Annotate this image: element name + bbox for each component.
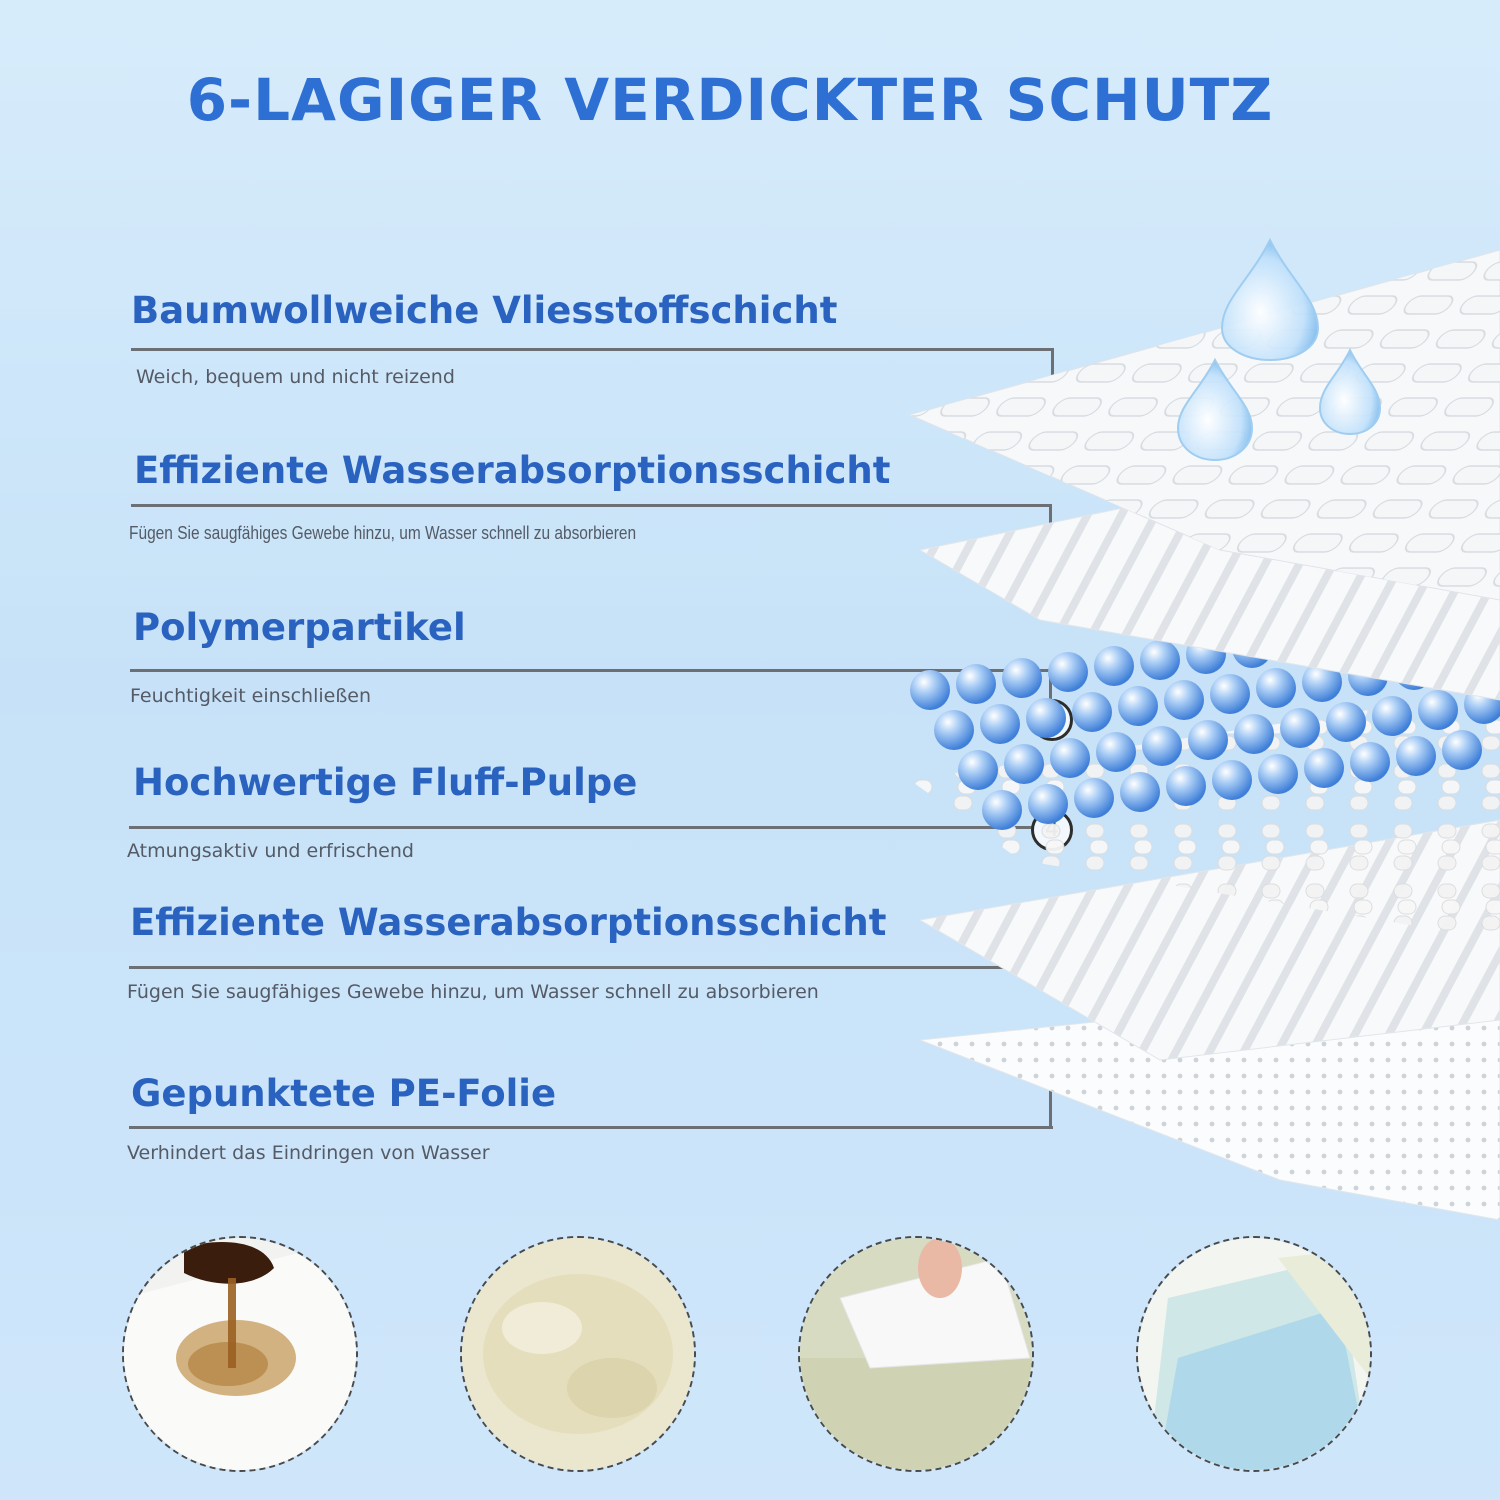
- layer-5-description: Fügen Sie saugfähiges Gewebe hinzu, um W…: [127, 981, 819, 1003]
- polymer-sphere: [956, 664, 996, 704]
- polymer-sphere: [1166, 766, 1206, 806]
- polymer-sphere: [1302, 662, 1342, 702]
- layer-4-title: Hochwertige Fluff-Pulpe: [133, 761, 638, 804]
- layer-2-description: Fügen Sie saugfähiges Gewebe hinzu, um W…: [129, 523, 637, 543]
- polymer-sphere: [1050, 738, 1090, 778]
- page-title: 6-LAGIGER VERDICKTER SCHUTZ: [186, 66, 1274, 134]
- polymer-sphere: [1002, 658, 1042, 698]
- polymer-sphere: [1396, 736, 1436, 776]
- layer-3-line: [130, 669, 1052, 672]
- polymer-sphere: [1280, 708, 1320, 748]
- polymer-sphere: [1350, 742, 1390, 782]
- blue-sheet-photo: [1136, 1236, 1372, 1472]
- polymer-sphere: [1234, 714, 1274, 754]
- polymer-sphere: [910, 670, 950, 710]
- polymer-sphere: [1118, 686, 1158, 726]
- layer-4-description: Atmungsaktiv und erfrischend: [127, 840, 414, 862]
- liquid-pour-photo: [122, 1236, 358, 1472]
- polymer-sphere: [1028, 784, 1068, 824]
- water-drop-icon: [1220, 237, 1320, 362]
- layer-5-line: [129, 966, 1053, 969]
- layer-6-connector: [1049, 1075, 1052, 1129]
- polymer-sphere: [1094, 646, 1134, 686]
- polymer-sphere: [1326, 702, 1366, 742]
- polymer-sphere: [1074, 778, 1114, 818]
- layer-2-line: [131, 504, 1051, 507]
- water-drop-icon: [1176, 357, 1254, 462]
- polymer-sphere: [958, 750, 998, 790]
- layer-6-description: Verhindert das Eindringen von Wasser: [127, 1142, 490, 1164]
- polymer-sphere: [1140, 640, 1180, 680]
- polymer-sphere: [1418, 690, 1458, 730]
- tissue-press-photo: [798, 1236, 1034, 1472]
- layer-1-title: Baumwollweiche Vliesstoffschicht: [131, 289, 838, 332]
- polymer-sphere: [980, 704, 1020, 744]
- polymer-sphere: [934, 710, 974, 750]
- polymer-sphere: [1372, 696, 1412, 736]
- polymer-sphere: [1096, 732, 1136, 772]
- water-drop-icon: [1318, 347, 1382, 436]
- layer-1-line: [131, 348, 1054, 351]
- polymer-sphere: [1188, 720, 1228, 760]
- layer-3-title: Polymerpartikel: [133, 606, 466, 649]
- polymer-sphere: [1120, 772, 1160, 812]
- fluff-texture-photo: [460, 1236, 696, 1472]
- layer-6-line: [129, 1126, 1053, 1129]
- polymer-sphere: [1026, 698, 1066, 738]
- polymer-sphere: [1210, 674, 1250, 714]
- layer-3-description: Feuchtigkeit einschließen: [130, 685, 372, 707]
- layer-5-title: Effiziente Wasserabsorptionsschicht: [130, 901, 887, 944]
- polymer-sphere: [1258, 754, 1298, 794]
- layer-6-title: Gepunktete PE-Folie: [131, 1072, 557, 1115]
- polymer-sphere: [1256, 668, 1296, 708]
- layer-1-description: Weich, bequem und nicht reizend: [136, 366, 455, 388]
- polymer-sphere: [1212, 760, 1252, 800]
- polymer-sphere: [982, 790, 1022, 830]
- polymer-sphere: [1442, 730, 1482, 770]
- polymer-sphere: [1004, 744, 1044, 784]
- layer-2-title: Effiziente Wasserabsorptionsschicht: [134, 449, 891, 492]
- layer-4-line: [129, 826, 1033, 829]
- layer-stack-illustration: [908, 237, 1500, 1220]
- polymer-sphere: [1164, 680, 1204, 720]
- polymer-sphere: [1048, 652, 1088, 692]
- polymer-sphere: [1304, 748, 1344, 788]
- polymer-sphere: [1142, 726, 1182, 766]
- polymer-sphere: [1072, 692, 1112, 732]
- layer-3-connector: [1049, 669, 1052, 701]
